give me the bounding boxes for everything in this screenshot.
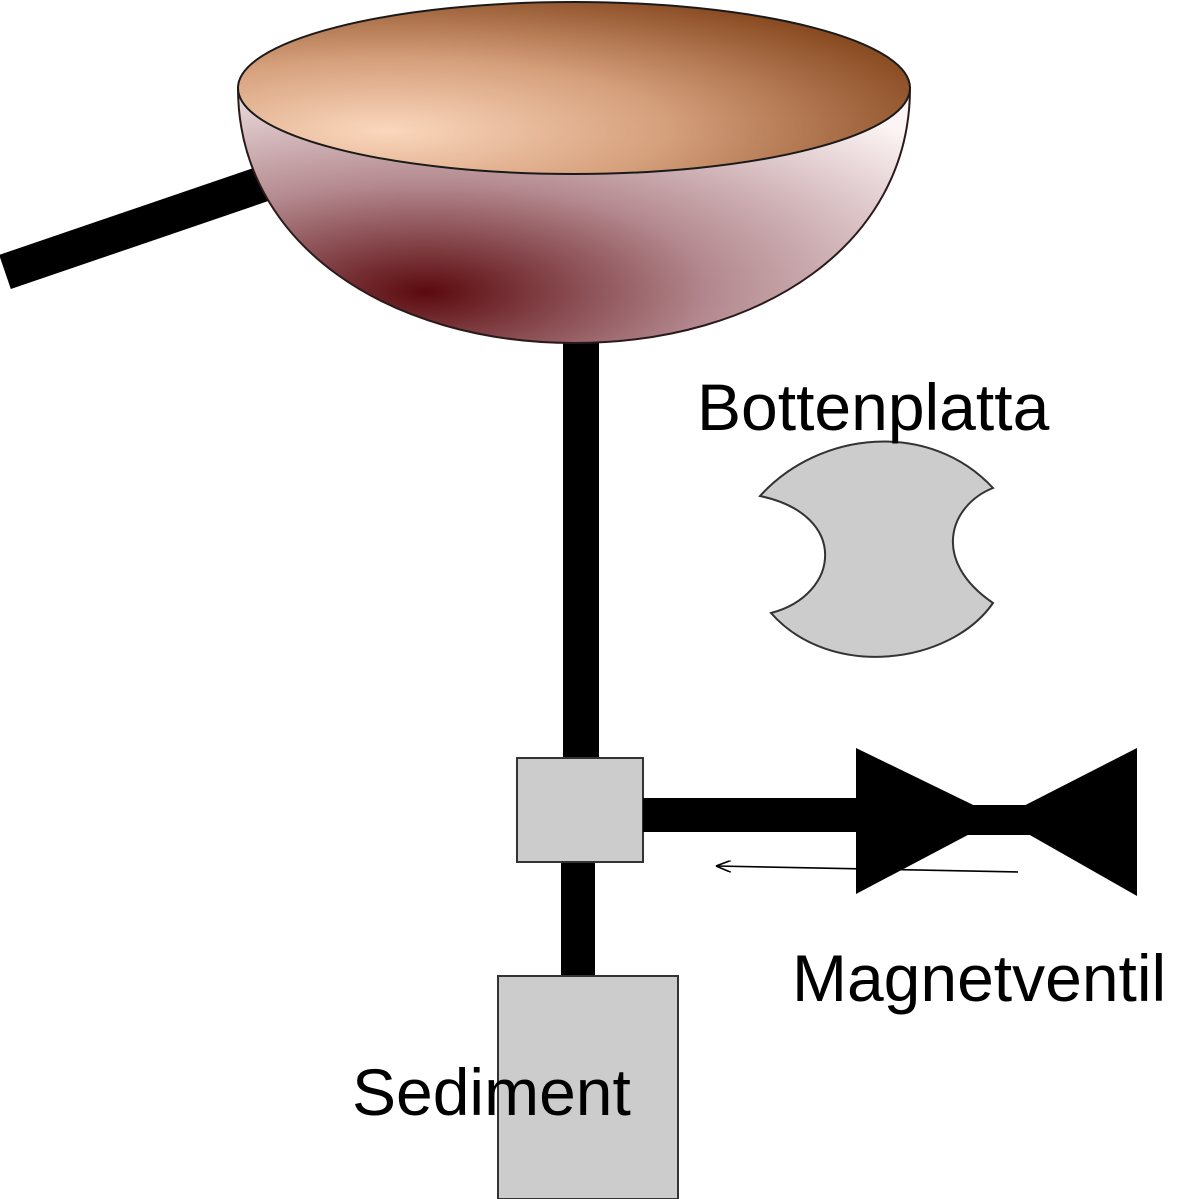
sediment-label: Sediment xyxy=(352,1055,631,1129)
bottom-plate-shape xyxy=(758,440,995,658)
junction-box xyxy=(516,757,644,863)
bowl-icon xyxy=(236,1,912,345)
main-pipe-lower xyxy=(561,860,595,980)
sediment-box xyxy=(497,975,679,1199)
valve-pipe xyxy=(643,798,868,832)
flow-arrow-icon xyxy=(716,866,1019,873)
valve-icon xyxy=(856,748,1137,896)
main-pipe-upper xyxy=(563,320,599,762)
bottom-plate-label: Bottenplatta xyxy=(697,370,1050,444)
solenoid-valve-label: Magnetventil xyxy=(792,941,1166,1015)
overflow-pipe xyxy=(0,160,286,290)
